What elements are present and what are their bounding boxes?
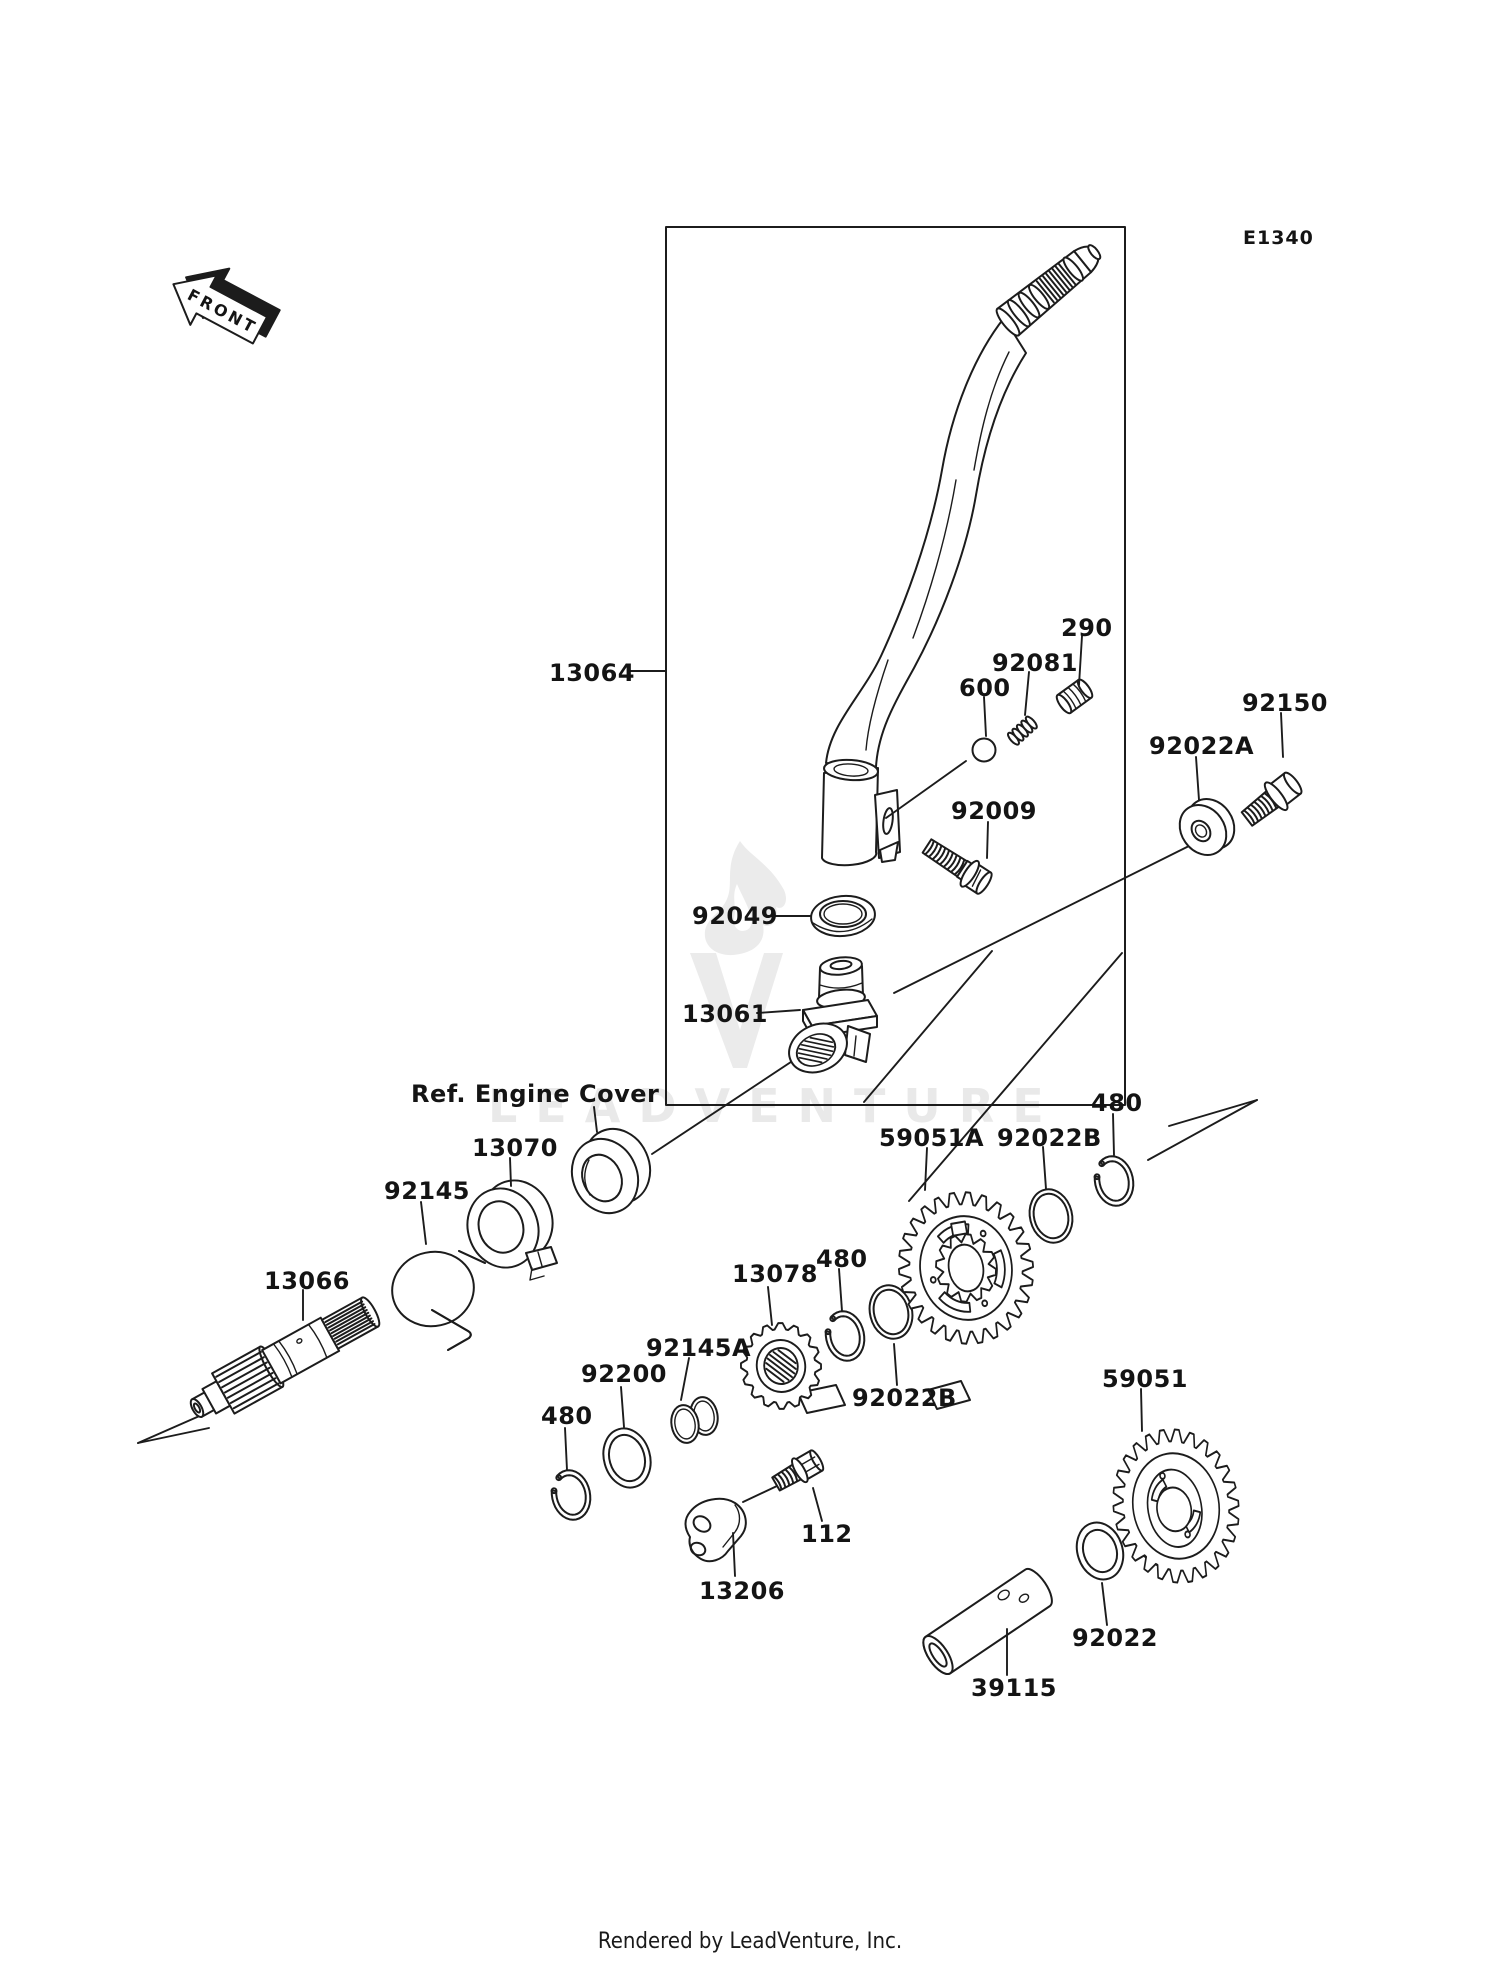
part-92022-washer	[1075, 1521, 1125, 1581]
diagram-code: E1340	[1243, 227, 1314, 249]
ref-engine-cover-note: Ref. Engine Cover	[411, 1080, 660, 1108]
part-92022a-washer	[1178, 798, 1236, 856]
ref-engine-cover-bearing	[570, 1127, 652, 1215]
part-label-92022b-lower: 92022B	[852, 1384, 957, 1412]
part-label-13064: 13064	[549, 659, 635, 687]
leader-lines	[302, 635, 1284, 1676]
assembly-axis-lines	[137, 841, 1258, 1444]
part-92081-spring	[1006, 715, 1038, 746]
footer-credit: Rendered by LeadVenture, Inc.	[597, 1929, 903, 1954]
part-label-600: 600	[959, 674, 1011, 702]
part-label-92022a: 92022A	[1149, 732, 1255, 760]
part-112-bolt	[771, 1449, 825, 1492]
part-label-92145a: 92145A	[646, 1334, 752, 1362]
part-label-480-right: 480	[1091, 1089, 1143, 1117]
part-92145a-spring	[670, 1396, 719, 1444]
part-label-290: 290	[1061, 614, 1113, 642]
part-92049-oil-seal	[810, 894, 876, 938]
part-13061-kick-holder	[788, 956, 878, 1074]
part-13206-guide	[684, 1497, 747, 1563]
part-92145-return-spring	[391, 1250, 486, 1351]
part-label-480-left: 480	[541, 1402, 593, 1430]
part-label-92049: 92049	[692, 902, 778, 930]
part-480-circlip-mid	[824, 1310, 866, 1362]
front-direction-arrow: FRONT	[172, 267, 281, 345]
part-59051a-gear	[898, 1191, 1034, 1410]
part-label-13206: 13206	[699, 1577, 785, 1605]
part-label-92081: 92081	[992, 649, 1078, 677]
part-label-480-mid: 480	[816, 1245, 868, 1273]
part-label-92022: 92022	[1072, 1624, 1158, 1652]
part-label-92145: 92145	[384, 1177, 470, 1205]
watermark-v-icon	[690, 953, 783, 1068]
part-13070-guide	[466, 1179, 558, 1281]
part-label-92200: 92200	[581, 1360, 667, 1388]
part-label-59051a: 59051A	[879, 1124, 985, 1152]
part-13066-kick-shaft	[189, 1296, 381, 1419]
part-92009-bolt	[921, 838, 993, 895]
part-label-13078: 13078	[732, 1260, 818, 1288]
part-label-39115: 39115	[971, 1674, 1057, 1702]
part-label-112: 112	[801, 1520, 853, 1548]
part-label-13070: 13070	[472, 1134, 558, 1162]
part-13078-ratchet-gear	[740, 1322, 846, 1414]
part-290-pin	[1055, 678, 1094, 715]
part-480-circlip-left	[550, 1469, 592, 1521]
part-92150-bolt	[1240, 771, 1303, 827]
part-label-13066: 13066	[264, 1267, 350, 1295]
part-label-92009: 92009	[951, 797, 1037, 825]
part-480-circlip-right	[1093, 1155, 1135, 1207]
part-label-92022b-upper: 92022B	[997, 1124, 1102, 1152]
part-label-59051: 59051	[1102, 1365, 1188, 1393]
part-92022b-ring-upper	[1028, 1188, 1074, 1244]
part-label-92150: 92150	[1242, 689, 1328, 717]
part-13064-kick-pedal	[821, 244, 1102, 867]
part-label-13061: 13061	[682, 1000, 768, 1028]
watermark-flame-icon	[704, 841, 787, 956]
part-59051-gear	[1112, 1428, 1240, 1584]
part-39115-collar	[922, 1568, 1053, 1675]
part-92200-washer	[602, 1427, 652, 1489]
part-600-ball	[971, 737, 997, 763]
detail-frame-box	[665, 226, 1126, 1106]
